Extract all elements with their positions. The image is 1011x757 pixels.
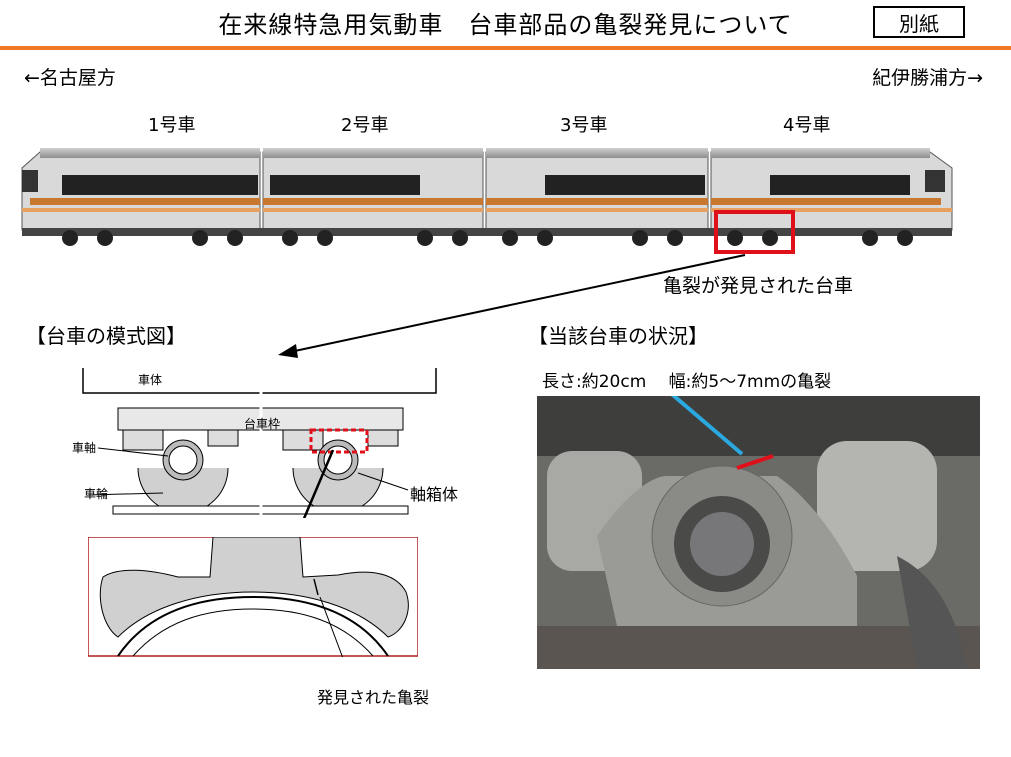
train-car-1	[21, 148, 261, 231]
label-wheel: 車輪	[84, 487, 109, 501]
train-car-2	[262, 148, 484, 231]
crack-location-highlight	[309, 428, 369, 454]
train-illustration	[21, 148, 953, 254]
car-label-4: 4号車	[783, 115, 831, 136]
diagram-heading: 【台車の模式図】	[26, 324, 186, 348]
label-axle: 車軸	[72, 441, 97, 455]
crack-width-arrow	[736, 454, 774, 470]
car-label-1: 1号車	[148, 115, 196, 136]
label-car-body: 車体	[138, 373, 163, 387]
photo-caption: 長さ:約20cm 幅:約5～7mmの亀裂	[542, 372, 832, 392]
page-title: 在来線特急用気動車 台車部品の亀裂発見について	[218, 11, 793, 39]
train-car-3	[485, 148, 709, 231]
car-label-2: 2号車	[341, 115, 389, 136]
photo-heading: 【当該台車の状況】	[528, 324, 708, 348]
appendix-badge: 別紙	[873, 6, 965, 38]
crack-detail-view	[88, 537, 418, 657]
car-label-3: 3号車	[560, 115, 608, 136]
direction-left-label: ←名古屋方	[24, 67, 116, 89]
label-crack-found: 発見された亀裂	[317, 688, 430, 707]
label-axle-box: 軸箱体	[410, 485, 459, 504]
bogie-photo	[537, 396, 980, 669]
bogie-schematic	[82, 368, 437, 518]
cracked-bogie-highlight	[714, 210, 795, 254]
direction-right-label: 紀伊勝浦方→	[872, 67, 983, 89]
cracked-bogie-callout: 亀裂が発見された台車	[663, 275, 854, 297]
header-divider	[0, 46, 1011, 50]
label-bogie-frame: 台車枠	[244, 417, 281, 431]
